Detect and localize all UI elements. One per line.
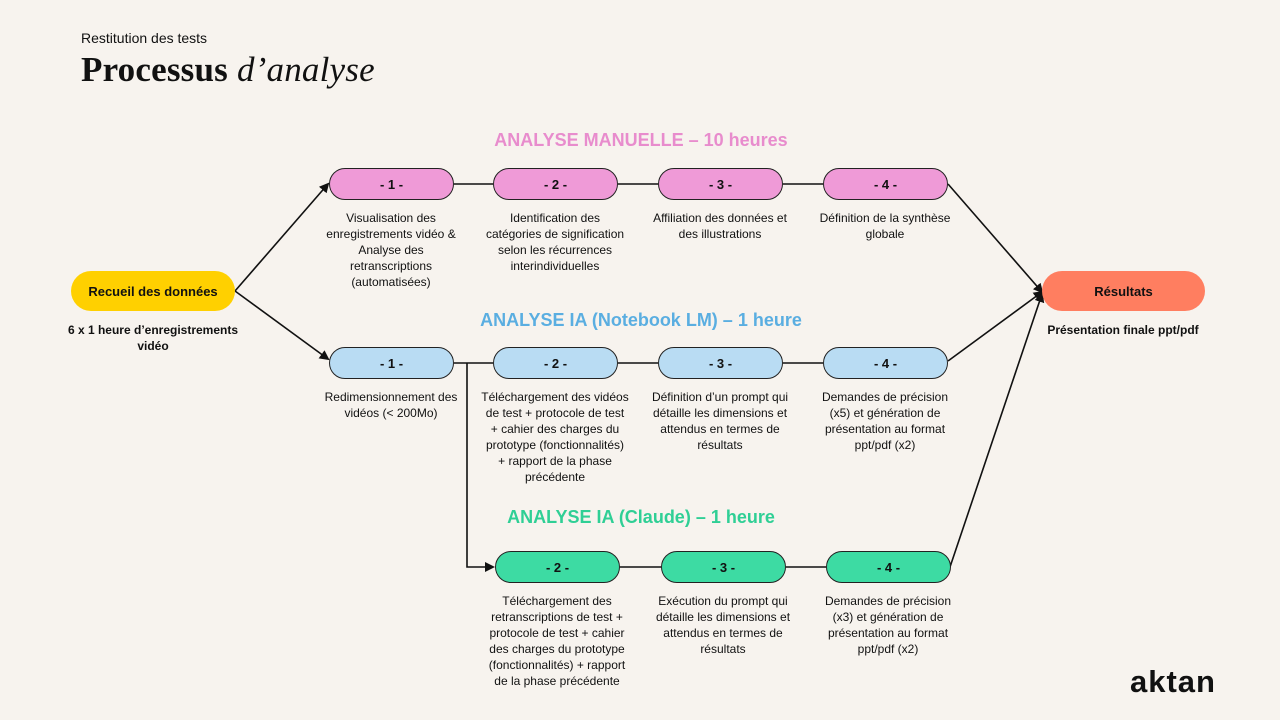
notebook-step-2: - 2 - (493, 347, 618, 379)
notebook-step-4-label: - 4 - (873, 355, 898, 371)
start-node-desc: 6 x 1 heure d’enregistrements vidéo (67, 323, 239, 353)
page-subtitle: Restitution des tests (81, 30, 208, 46)
title-italic: d’analyse (236, 50, 375, 89)
claude-step-4-desc: Demandes de précision (x3) et génération… (824, 594, 952, 656)
manual-step-4-desc: Définition de la synthèse globale (819, 211, 951, 241)
manual-step-1-label: - 1 - (379, 176, 404, 192)
start-node: Recueil des données (71, 271, 235, 311)
manual-step-1-desc: Visualisation des enregistrements vidéo … (326, 211, 456, 289)
claude-step-3: - 3 - (661, 551, 786, 583)
claude-step-3-desc: Exécution du prompt qui détaille les dim… (655, 594, 791, 656)
notebook-section-title: ANALYSE IA (Notebook LM) – 1 heure (480, 310, 802, 330)
manual-step-2-label: - 2 - (543, 176, 568, 192)
manual-step-3-desc: Affiliation des données et des illustrat… (653, 211, 787, 241)
arrow-notebook-to-result (947, 290, 1044, 362)
claude-step-4-label: - 4 - (876, 559, 901, 575)
claude-section-title: ANALYSE IA (Claude) – 1 heure (507, 507, 775, 527)
title-main: Processus (81, 50, 228, 89)
notebook-step-1: - 1 - (329, 347, 454, 379)
notebook-step-3: - 3 - (658, 347, 783, 379)
claude-step-3-label: - 3 - (711, 559, 736, 575)
claude-step-4: - 4 - (826, 551, 951, 583)
end-node-desc: Présentation finale ppt/pdf (1047, 323, 1199, 337)
end-node: Résultats (1042, 271, 1205, 311)
notebook-step-3-label: - 3 - (708, 355, 733, 371)
notebook-step-1-desc: Redimensionnement des vidéos (< 200Mo) (324, 390, 458, 420)
manual-step-3: - 3 - (658, 168, 783, 200)
manual-section-title: ANALYSE MANUELLE – 10 heures (494, 130, 788, 150)
arrow-notebook-to-claude (466, 363, 495, 572)
notebook-step-3-desc: Définition d’un prompt qui détaille les … (651, 390, 789, 452)
arrow-start-to-notebook (234, 290, 330, 361)
arrow-start-to-manual (234, 182, 330, 292)
manual-step-4: - 4 - (823, 168, 948, 200)
claude-step-2: - 2 - (495, 551, 620, 583)
manual-step-1: - 1 - (329, 168, 454, 200)
start-node-label: Recueil des données (88, 283, 218, 299)
brand-logo: aktan (1130, 664, 1216, 699)
claude-step-2-desc: Téléchargement des retranscriptions de t… (488, 594, 626, 688)
claude-step-2-label: - 2 - (545, 559, 570, 575)
arrow-claude-to-result (949, 292, 1045, 568)
manual-step-2-desc: Identification des catégories de signifi… (485, 211, 625, 273)
notebook-step-2-label: - 2 - (543, 355, 568, 371)
arrow-manual-to-result (947, 183, 1044, 294)
notebook-step-4: - 4 - (823, 347, 948, 379)
notebook-step-2-desc: Téléchargement des vidéos de test + prot… (481, 390, 629, 484)
manual-step-4-label: - 4 - (873, 176, 898, 192)
end-node-label: Résultats (1094, 283, 1153, 299)
manual-step-2: - 2 - (493, 168, 618, 200)
page-title: Processus d’analyse (81, 50, 375, 90)
notebook-step-1-label: - 1 - (379, 355, 404, 371)
manual-step-3-label: - 3 - (708, 176, 733, 192)
notebook-step-4-desc: Demandes de précision (x5) et génération… (821, 390, 949, 452)
